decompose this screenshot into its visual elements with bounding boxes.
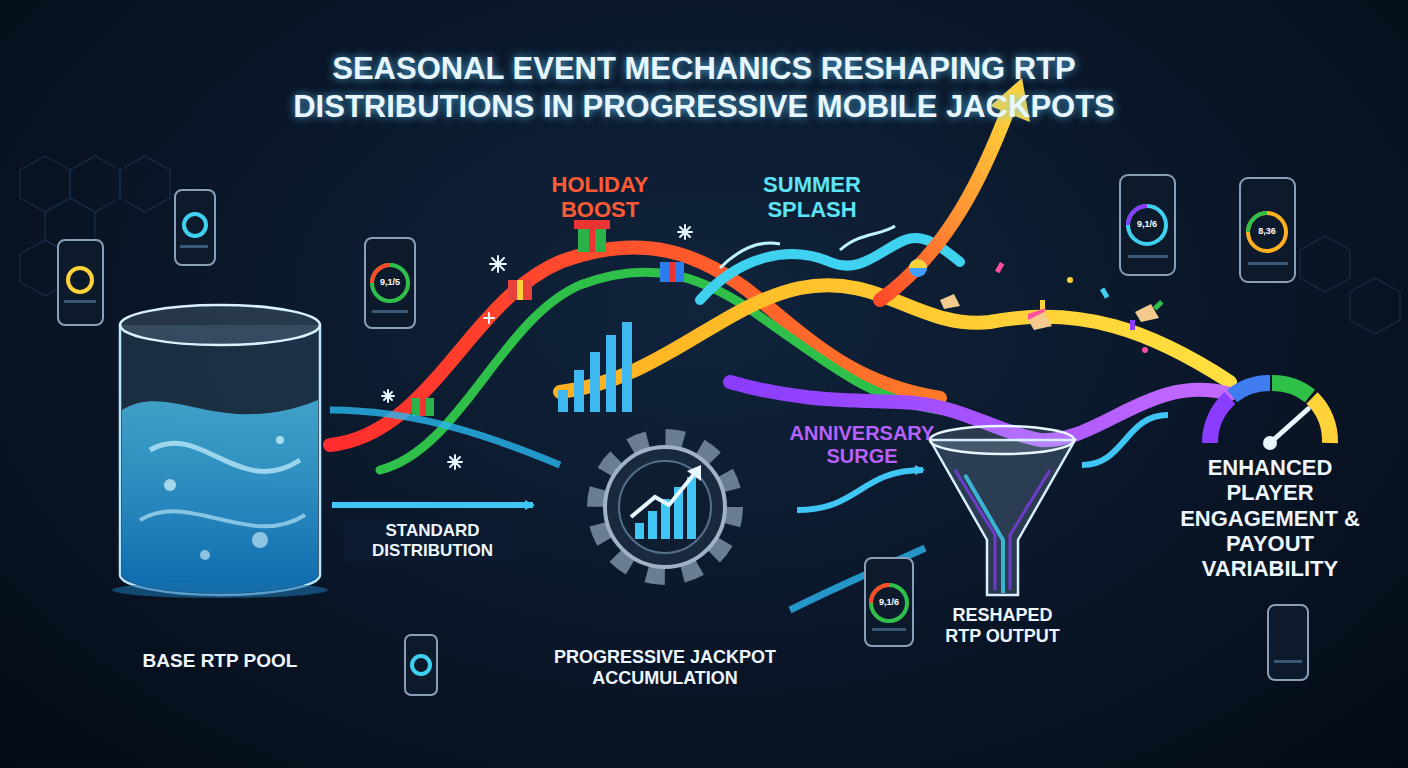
text-label: HOLIDAY BOOST bbox=[530, 172, 670, 223]
text-label: 8,36 bbox=[1251, 226, 1283, 236]
diagram-node: RESHAPED RTP OUTPUT bbox=[925, 415, 1080, 660]
node-label: RESHAPED RTP OUTPUT bbox=[935, 605, 1070, 646]
diagram-node: PROGRESSIVE JACKPOT ACCUMULATION bbox=[535, 425, 795, 700]
text-label: 9,1/6 bbox=[874, 597, 904, 607]
diagram-node: BASE RTP POOL bbox=[110, 300, 330, 690]
text-label: 9,1/5 bbox=[375, 277, 405, 287]
text-label: SUMMER SPLASH bbox=[737, 172, 887, 223]
node-label: PROGRESSIVE JACKPOT ACCUMULATION bbox=[540, 647, 790, 688]
text-label: 9,1/6 bbox=[1131, 219, 1163, 229]
node-label: BASE RTP POOL bbox=[110, 650, 330, 672]
diagram-title: SEASONAL EVENT MECHANICS RESHAPING RTP D… bbox=[224, 50, 1184, 126]
flow-arrow bbox=[1082, 415, 1168, 465]
flow-arrow bbox=[332, 502, 533, 508]
text-label: ANNIVERSARY SURGE bbox=[762, 422, 962, 468]
flow-arrow bbox=[797, 470, 923, 510]
node-label: ENHANCED PLAYER ENGAGEMENT & PAYOUT VARI… bbox=[1173, 455, 1368, 581]
edge-label: STANDARD DISTRIBUTION bbox=[344, 519, 522, 562]
diagram-node: ENHANCED PLAYER ENGAGEMENT & PAYOUT VARI… bbox=[1170, 375, 1370, 591]
